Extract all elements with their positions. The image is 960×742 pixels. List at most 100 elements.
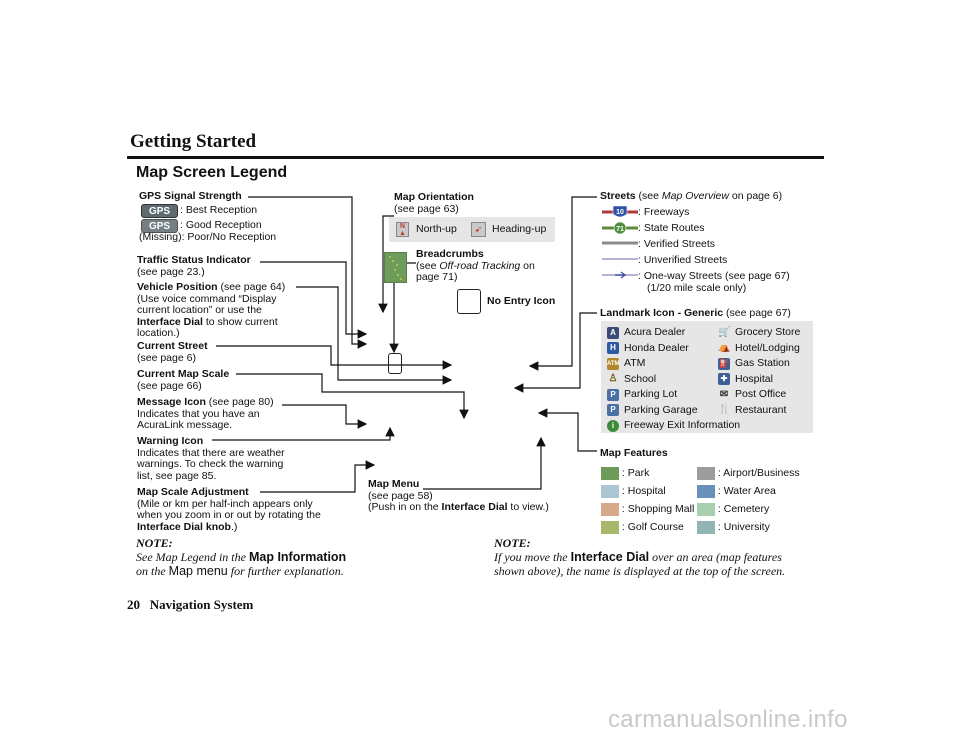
streets-heading-line: Streets (see Map Overview on page 6) xyxy=(600,190,782,203)
vehicle-map-icon xyxy=(388,353,402,374)
note-right-label: NOTE: xyxy=(494,536,531,550)
orientation-heading: Map Orientation xyxy=(394,191,474,203)
breadcrumbs-icon xyxy=(384,252,407,283)
adjust-line3-bold: Interface Dial knob xyxy=(137,520,231,533)
landmark-label: Freeway Exit Information xyxy=(624,419,741,431)
features-heading: Map Features xyxy=(600,447,668,459)
shopping-mall-swatch xyxy=(601,502,619,516)
footer-title: Navigation System xyxy=(149,597,254,612)
landmark-heading-line: Landmark Icon - Generic (see page 67) xyxy=(600,307,791,320)
atm-icon: ATM xyxy=(607,357,620,370)
cemetery-swatch xyxy=(697,502,715,516)
feature-item: : Hospital xyxy=(601,482,694,500)
adjust-block: Map Scale Adjustment (Mile or km per hal… xyxy=(137,486,321,533)
scale-heading: Current Map Scale xyxy=(137,368,230,380)
message-block: Message Icon (see page 80) Indicates tha… xyxy=(137,396,274,432)
feature-item: : University xyxy=(697,518,800,536)
message-line1: Indicates that you have an xyxy=(137,407,260,420)
warning-heading: Warning Icon xyxy=(137,435,204,447)
landmark-label: Hotel/Lodging xyxy=(735,341,800,354)
hospital-icon: ✚ xyxy=(718,373,730,386)
honda-icon: H xyxy=(607,342,619,355)
gas-station-icon: ⛽ xyxy=(718,357,730,370)
streets-item: : One-way Streets (see page 67) xyxy=(638,270,790,282)
vehicle-heading: Vehicle Position xyxy=(137,281,218,293)
feature-item: : Park xyxy=(601,464,694,482)
adjust-line2: when you zoom in or out by rotating the xyxy=(137,509,321,521)
vehicle-line3-bold: Interface Dial xyxy=(137,315,203,328)
state-route-number: 71 xyxy=(616,226,624,233)
state-route-icon xyxy=(613,221,627,235)
breadcrumbs-ref-italic: Off-road Tracking xyxy=(439,259,521,272)
landmark-label: Parking Lot xyxy=(624,388,678,400)
landmark-label: Gas Station xyxy=(735,357,790,369)
note-right-line1-bold: Interface Dial xyxy=(570,550,650,564)
gps-good-icon: GPS xyxy=(141,219,178,233)
feature-item: : Golf Course xyxy=(601,518,694,536)
scale-ref: (see page 66) xyxy=(137,379,202,392)
gps-good-label: : Good Reception xyxy=(180,219,262,231)
streets-ref-pre: (see xyxy=(635,190,662,202)
landmark-item: H Honda Dealer xyxy=(607,341,740,357)
section-title: Getting Started xyxy=(130,131,257,152)
landmark-heading: Landmark Icon - Generic xyxy=(600,307,724,319)
breadcrumbs-heading: Breadcrumbs xyxy=(416,248,484,260)
breadcrumbs-ref-post: on xyxy=(520,259,535,272)
breadcrumbs-ref2: page 71) xyxy=(416,271,458,283)
landmark-item: ✚Hospital xyxy=(718,372,800,388)
restaurant-icon: 🍴 xyxy=(718,404,731,417)
hotel-icon: ⛺ xyxy=(718,342,731,355)
landmark-label: ATM xyxy=(624,357,646,369)
landmark-item: ⛺ Hotel/Lodging xyxy=(718,341,800,357)
note-left: NOTE: See Map Legend in the Map Informat… xyxy=(136,536,346,578)
landmark-item: 🍴 Restaurant xyxy=(718,403,800,419)
note-left-line2-sans: Map menu xyxy=(168,564,228,578)
vehicle-line3: to show current xyxy=(202,315,278,328)
note-left-label: NOTE: xyxy=(136,536,173,550)
page-number: 20 xyxy=(127,597,140,612)
landmark-label: Restaurant xyxy=(735,403,787,416)
feature-label: : Hospital xyxy=(621,485,666,497)
message-line2: AcuraLink message. xyxy=(137,419,233,431)
header-rule xyxy=(127,156,824,159)
airport-swatch xyxy=(697,466,715,480)
hospital-swatch xyxy=(601,484,619,498)
post-office-icon: ✉ xyxy=(718,388,730,401)
feature-item: : Shopping Mall xyxy=(601,500,694,518)
landmark-item: ⛽ Gas Station xyxy=(718,356,800,372)
vehicle-line1: (Use voice command “Display xyxy=(137,292,277,305)
note-right-line1-end: over an area (map features xyxy=(649,550,782,564)
water-swatch xyxy=(697,484,715,498)
note-left-line1: See Map Legend in the xyxy=(136,550,249,564)
message-heading: Message Icon xyxy=(137,396,206,408)
warning-block: Warning Icon Indicates that there are we… xyxy=(137,435,285,482)
traffic-ref: (see page 23.) xyxy=(137,265,205,278)
feature-item: : Water Area xyxy=(697,482,800,500)
streets-item: : State Routes xyxy=(638,222,705,234)
one-way-arrow-icon xyxy=(615,271,626,279)
heading-up-label: Heading-up xyxy=(492,223,547,235)
adjust-line1: (Mile or km per half-inch appears only xyxy=(137,497,313,510)
streets-item: : Unverified Streets xyxy=(638,254,728,266)
school-icon: ♙ xyxy=(607,373,619,386)
streets-list: : Freeways : State Routes : Verified Str… xyxy=(638,204,790,284)
menu-line1: (Push in on the xyxy=(368,501,442,513)
note-left-line2-end: for further explanation. xyxy=(227,564,344,578)
landmark-label: Honda Dealer xyxy=(624,341,689,354)
feature-label: : Shopping Mall xyxy=(621,503,695,515)
landmark-label: School xyxy=(624,372,657,385)
acura-icon: A xyxy=(607,326,619,339)
features-right-list: : Airport/Business : Water Area : Cemete… xyxy=(697,464,800,536)
street-ref: (see page 6) xyxy=(137,351,196,364)
park-swatch xyxy=(601,466,619,480)
feature-label: : Airport/Business xyxy=(717,467,800,479)
menu-line1-end: to view.) xyxy=(507,501,549,513)
adjust-line3: .) xyxy=(230,520,238,533)
note-left-line1-bold: Map Information xyxy=(248,550,347,564)
landmark-item: ATM ATM xyxy=(607,356,740,372)
